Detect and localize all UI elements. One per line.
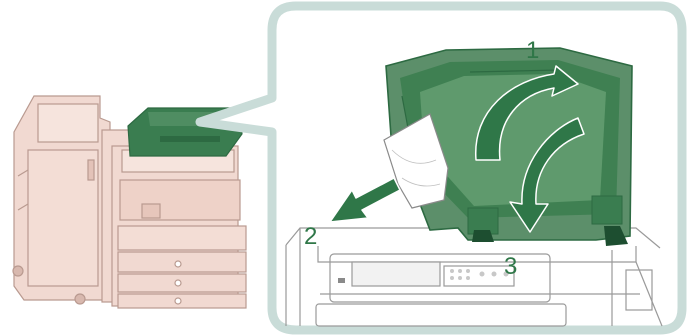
step-3-label: 3 [504,253,517,280]
status-led [338,278,345,283]
finisher-unit [13,96,110,304]
step-2-label: 2 [304,223,317,250]
printer-body [88,130,246,308]
step-1-label: 1 [526,37,539,64]
